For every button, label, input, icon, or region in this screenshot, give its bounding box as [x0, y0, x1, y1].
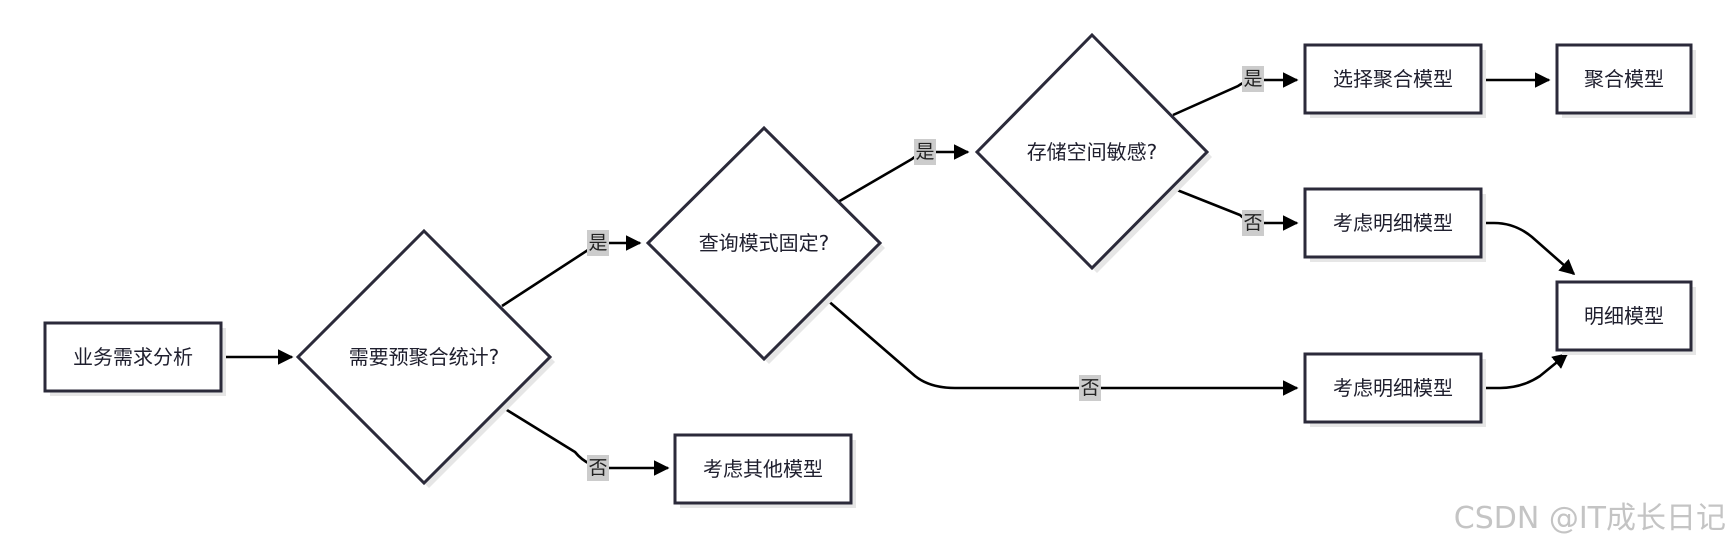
edge-label-preagg-no: 否: [587, 455, 609, 481]
edge-consider1-to-detail: [1480, 221, 1576, 276]
node-consider-detail-1: 考虑明细模型: [1303, 187, 1486, 262]
node-detail-model: 明细模型: [1555, 280, 1696, 355]
node-agg-model: 聚合模型: [1555, 43, 1696, 118]
node-detail-model-label: 明细模型: [1584, 304, 1664, 328]
edge-consider2-to-detail: [1480, 352, 1569, 390]
edge-label-preagg-yes-text: 是: [588, 232, 607, 254]
edge-storage-yes: [1172, 72, 1299, 117]
nodes: 业务需求分析 需要预聚合统计? 查询模式固定? 存储空间敏感? 选择聚合模型: [43, 32, 1696, 508]
edge-label-preagg-no-text: 否: [588, 457, 607, 479]
node-storage-sensitive: 存储空间敏感?: [974, 32, 1212, 273]
node-agg-model-label: 聚合模型: [1584, 67, 1664, 91]
edge-storage-no: [1171, 186, 1299, 231]
edge-label-query-yes-text: 是: [915, 141, 934, 163]
node-storage-sensitive-label: 存储空间敏感?: [1027, 140, 1158, 164]
node-consider-other: 考虑其他模型: [673, 433, 856, 508]
edge-label-query-no: 否: [1079, 375, 1101, 401]
edge-preagg-no: [501, 405, 670, 476]
node-consider-detail-2: 考虑明细模型: [1303, 352, 1486, 427]
node-choose-agg: 选择聚合模型: [1303, 43, 1486, 118]
edge-query-yes: [837, 144, 970, 204]
edge-label-query-no-text: 否: [1080, 377, 1099, 399]
node-consider-other-label: 考虑其他模型: [703, 457, 823, 481]
node-query-fixed: 查询模式固定?: [645, 125, 885, 364]
edge-label-storage-no-text: 否: [1243, 212, 1262, 234]
node-business-analysis: 业务需求分析: [43, 321, 226, 396]
node-query-fixed-label: 查询模式固定?: [699, 231, 830, 255]
node-consider-detail-1-label: 考虑明细模型: [1333, 211, 1453, 235]
edge-label-storage-no: 否: [1242, 210, 1264, 236]
node-choose-agg-label: 选择聚合模型: [1333, 67, 1453, 91]
edge-label-preagg-yes: 是: [587, 230, 609, 256]
node-business-analysis-label: 业务需求分析: [73, 345, 193, 369]
edge-query-no: [825, 298, 1299, 396]
edge-label-query-yes: 是: [914, 139, 936, 165]
node-consider-detail-2-label: 考虑明细模型: [1333, 376, 1453, 400]
edge-label-storage-yes-text: 是: [1243, 68, 1262, 90]
node-need-preagg: 需要预聚合统计?: [295, 228, 555, 488]
node-need-preagg-label: 需要预聚合统计?: [349, 345, 500, 369]
edge-labels: 是 否 是 否 是 否: [587, 66, 1264, 481]
watermark-text: CSDN @IT成长日记: [1454, 501, 1726, 536]
edge-label-storage-yes: 是: [1242, 66, 1264, 92]
edge-preagg-yes: [501, 235, 642, 308]
